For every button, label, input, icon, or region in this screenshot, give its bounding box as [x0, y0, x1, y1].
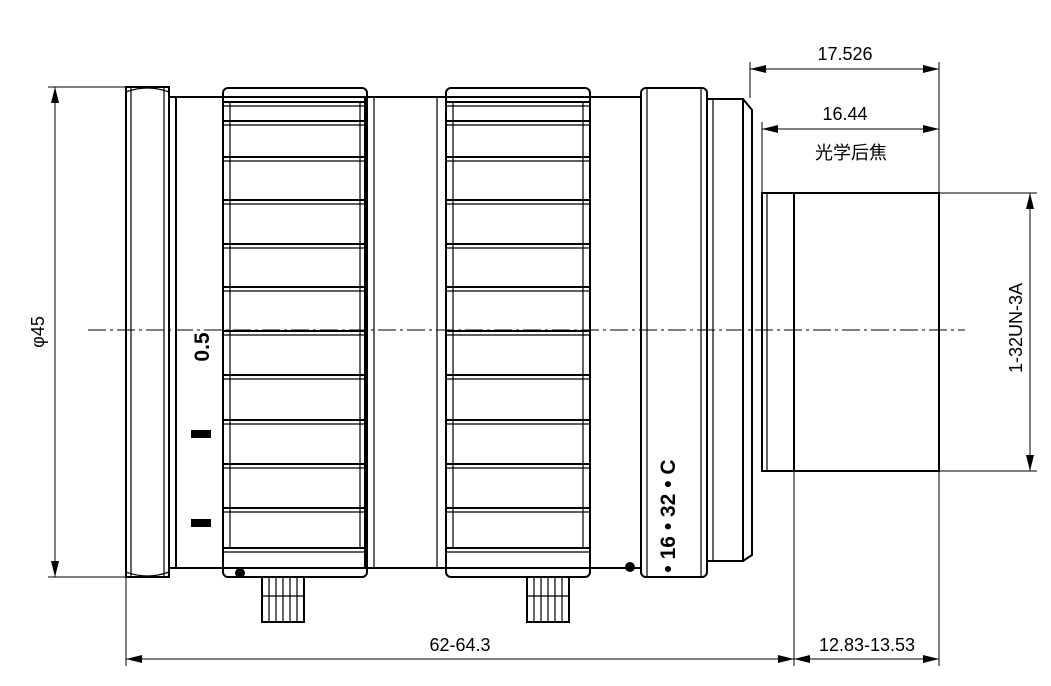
front-bezel — [125, 86, 170, 578]
focus-value-label: 0.5 — [191, 332, 214, 362]
aperture-scale-label: • 16 • 32 • C — [657, 459, 680, 572]
iris-index-dot — [625, 562, 635, 572]
iris-lock-screw — [526, 578, 570, 623]
focus-tick-mark — [191, 430, 211, 438]
flange-width-label: 17.526 — [817, 44, 872, 64]
diameter-label: φ45 — [28, 316, 48, 348]
mount-length-label: 12.83-13.53 — [819, 635, 915, 655]
c-mount-thread — [761, 192, 940, 472]
total-length-label: 62-64.3 — [429, 635, 490, 655]
dimension-thread — [939, 192, 1037, 472]
dimension-flange-width — [749, 62, 940, 193]
back-focal-caption: 光学后焦 — [815, 143, 887, 163]
focus-lock-screw — [261, 578, 305, 623]
dimension-diameter — [48, 86, 126, 578]
focus-tick-mark — [191, 519, 211, 527]
rear-body — [706, 98, 753, 562]
thread-label: 1-32UN-3A — [1006, 283, 1026, 373]
iris-ring — [445, 87, 591, 578]
back-focal-label: 16.44 — [822, 104, 867, 124]
focus-index-dot — [235, 568, 245, 578]
lens-barrel-body — [169, 96, 640, 569]
focus-ring — [222, 87, 368, 578]
dimension-total-length — [125, 471, 940, 666]
dimension-back-focal — [761, 122, 939, 193]
